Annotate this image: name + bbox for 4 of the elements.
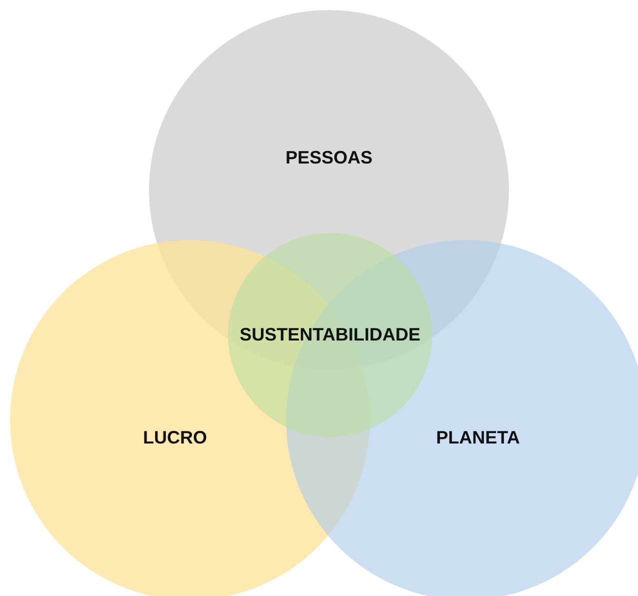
circle-label: PESSOAS: [285, 148, 373, 168]
circle-label: SUSTENTABILIDADE: [240, 324, 420, 346]
circle-label: LUCRO: [143, 428, 207, 448]
circle-label: PLANETA: [436, 428, 520, 448]
